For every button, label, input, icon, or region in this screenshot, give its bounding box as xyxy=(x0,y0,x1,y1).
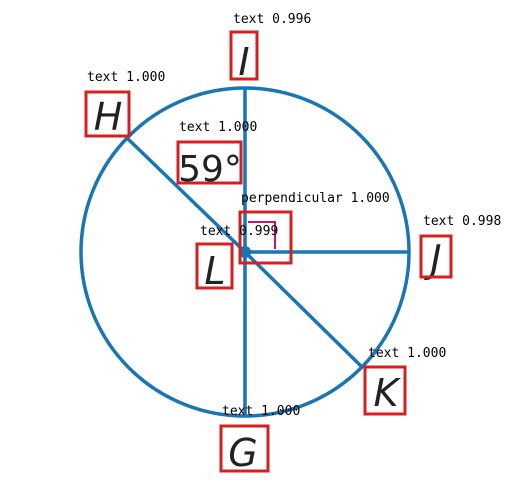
annotation-angle-label: text xyxy=(179,120,210,135)
annotation-l-score: 0.999 xyxy=(239,224,278,239)
detection-box-perpendicular xyxy=(238,210,293,265)
annotation-perpendicular-label: perpendicular xyxy=(241,191,343,206)
annotation-h-score: 1.000 xyxy=(126,70,165,85)
annotation-k: text 1.000 xyxy=(368,346,446,361)
annotation-i-label: text xyxy=(233,12,264,27)
annotation-angle-score: 1.000 xyxy=(218,120,257,135)
detection-box-angle xyxy=(176,140,243,185)
detection-box-l xyxy=(195,242,234,290)
detection-box-j xyxy=(419,234,453,279)
label-g: G xyxy=(228,431,257,475)
label-i: I xyxy=(238,40,249,84)
annotation-l-label: text xyxy=(200,224,231,239)
label-k: K xyxy=(374,371,402,415)
annotation-j: text 0.998 xyxy=(423,214,501,229)
label-h: H xyxy=(94,95,123,139)
center-point xyxy=(239,246,251,258)
annotation-g-score: 1.000 xyxy=(261,404,300,419)
annotation-k-score: 1.000 xyxy=(407,346,446,361)
radius-to-h xyxy=(124,135,247,254)
label-j: J xyxy=(423,237,441,281)
annotation-i-score: 0.996 xyxy=(272,12,311,27)
annotation-g-label: text xyxy=(222,404,253,419)
annotation-perpendicular: perpendicular 1.000 xyxy=(241,191,390,206)
annotation-perpendicular-score: 1.000 xyxy=(351,191,390,206)
detection-box-k xyxy=(363,365,407,416)
radius-to-k xyxy=(243,250,364,369)
detection-box-h xyxy=(84,90,131,138)
annotation-k-label: text xyxy=(368,346,399,361)
annotation-j-label: text xyxy=(423,214,454,229)
detection-box-g xyxy=(219,424,270,473)
detection-box-i xyxy=(229,30,259,81)
annotation-h: text 1.000 xyxy=(87,70,165,85)
annotation-angle: text 1.000 xyxy=(179,120,257,135)
annotation-h-label: text xyxy=(87,70,118,85)
annotation-j-score: 0.998 xyxy=(462,214,501,229)
right-angle-mark xyxy=(248,221,276,249)
annotation-g: text 1.000 xyxy=(222,404,300,419)
label-l: L xyxy=(204,249,225,293)
annotation-i: text 0.996 xyxy=(233,12,311,27)
annotation-l: text 0.999 xyxy=(200,224,278,239)
